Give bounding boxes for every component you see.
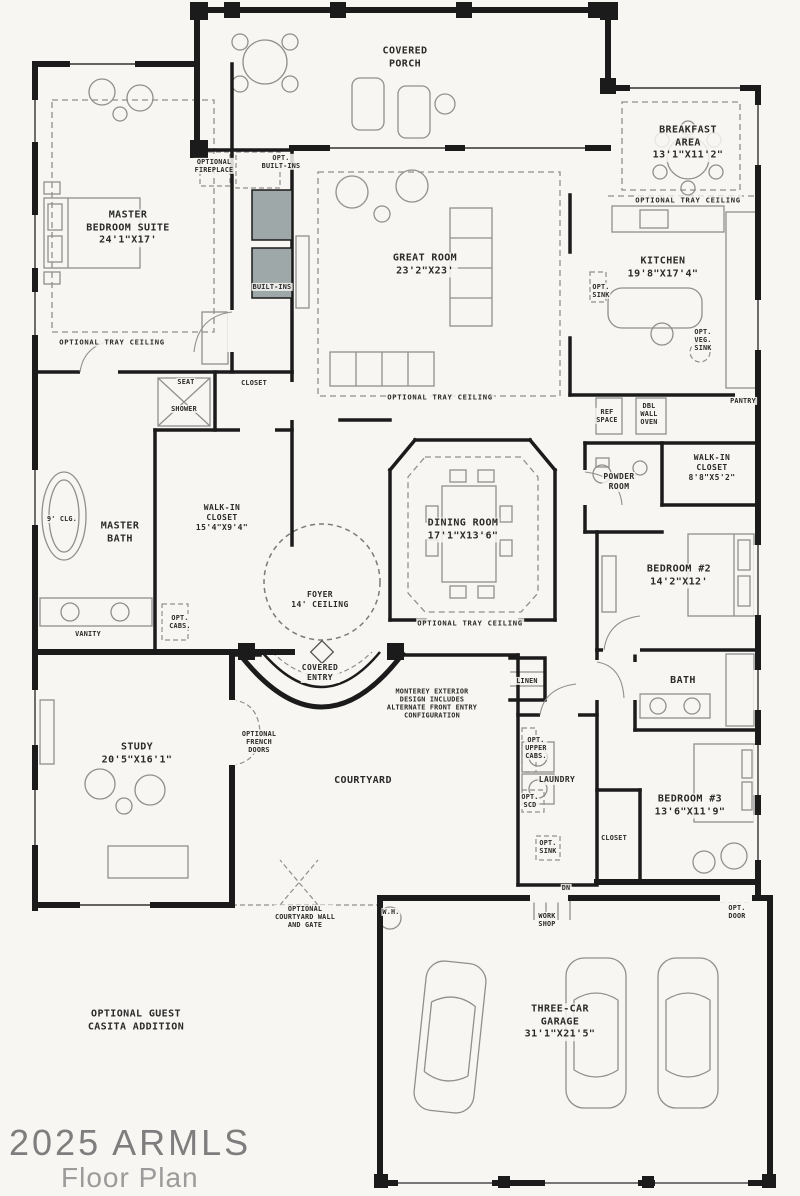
note-closet-hall: CLOSET	[240, 378, 268, 388]
note-9ft-ceiling: 9' CLG.	[45, 514, 79, 524]
note-optional-courtyard-wall: OPTIONAL COURTYARD WALL AND GATE	[273, 904, 337, 930]
note-vanity: VANITY	[74, 629, 102, 639]
door-swing-arcs	[79, 311, 641, 716]
room-label-dining-room: DINING ROOM 17'1"X13'6"	[426, 517, 500, 543]
room-label-great-room: GREAT ROOM 23'2"X23'	[391, 252, 459, 278]
tray-ceiling-dashes	[51, 99, 758, 613]
note-dbl-wall-oven: DBL WALL OVEN	[639, 401, 659, 427]
note-opt-built-ins: OPT. BUILT-INS	[260, 153, 302, 171]
note-seat: SEAT	[176, 377, 196, 387]
tray-ceiling-note-master: OPTIONAL TRAY CEILING	[58, 337, 166, 347]
note-monterey-exterior: MONTEREY EXTERIOR DESIGN INCLUDES ALTERN…	[385, 687, 479, 721]
room-label-walk-in-closet-2: WALK-IN CLOSET 8'8"X5'2"	[687, 453, 737, 483]
note-opt-upper-cabs: OPT. UPPER CABS.	[524, 735, 548, 761]
note-opt-sink-laundry: OPT. SINK	[538, 838, 558, 856]
tray-ceiling-note-breakfast: OPTIONAL TRAY CEILING	[634, 195, 742, 205]
tray-ceiling-note-great-room: OPTIONAL TRAY CEILING	[386, 392, 494, 402]
exterior-walls	[32, 7, 773, 1186]
foyer-circle	[263, 523, 381, 641]
interior-walls	[33, 62, 760, 887]
room-label-master-bedroom: MASTER BEDROOM SUITE 24'1"X17'	[85, 209, 171, 247]
columns	[190, 2, 776, 1188]
note-linen: LINEN	[515, 676, 539, 686]
note-opt-veg-sink: OPT. VEG. SINK	[693, 327, 713, 353]
room-label-study: STUDY 20'5"X16'1"	[100, 741, 174, 767]
watermark-armls: 2025 ARMLS	[9, 1122, 252, 1163]
note-closet-bedroom-3: CLOSET	[600, 833, 628, 843]
room-label-bedroom-3: BEDROOM #3 13'6"X11'9"	[653, 793, 727, 819]
note-water-heater: W.H.	[381, 907, 401, 917]
note-optional-french-doors: OPTIONAL FRENCH DOORS	[240, 729, 278, 755]
room-label-courtyard: COURTYARD	[333, 774, 393, 788]
note-ref-space: REF SPACE	[595, 407, 619, 425]
watermark-floor-plan: Floor Plan	[61, 1162, 199, 1193]
room-label-powder-room: POWDER ROOM	[602, 472, 636, 492]
room-label-kitchen: KITCHEN 19'8"X17'4"	[626, 255, 700, 281]
room-label-covered-porch: COVERED PORCH	[381, 45, 429, 71]
room-label-covered-entry: COVERED ENTRY	[300, 663, 340, 683]
note-opt-door: OPT. DOOR	[727, 903, 747, 921]
room-label-breakfast-area: BREAKFAST AREA 13'1"X11'2"	[651, 124, 725, 162]
room-label-master-bath: MASTER BATH	[99, 520, 141, 546]
note-optional-fireplace: OPTIONAL FIREPLACE	[193, 157, 235, 175]
room-label-garage: THREE-CAR GARAGE 31'1"X21'5"	[523, 1003, 597, 1041]
fireplace-builtins-shaded	[251, 189, 293, 299]
room-label-laundry: LAUNDRY	[537, 775, 577, 785]
note-pantry: PANTRY	[729, 396, 757, 406]
window-glass-lines	[34, 63, 759, 906]
note-opt-scd: OPT. SCD	[520, 792, 540, 810]
note-work-shop: WORK SHOP	[537, 911, 557, 929]
note-shower: SHOWER	[170, 404, 198, 414]
note-built-ins: BUILT-INS	[251, 282, 293, 292]
note-optional-guest-casita: OPTIONAL GUEST CASITA ADDITION	[86, 1008, 186, 1034]
covered-entry-arcs	[236, 650, 407, 710]
note-dn-stairs: DN	[560, 883, 572, 893]
tray-ceiling-note-dining: OPTIONAL TRAY CEILING	[416, 618, 524, 628]
room-label-bedroom-2: BEDROOM #2 14'2"X12'	[645, 563, 713, 589]
room-label-foyer: FOYER 14' CEILING	[290, 590, 350, 610]
room-label-bath: BATH	[669, 674, 697, 688]
room-label-walk-in-closet-master: WALK-IN CLOSET 15'4"X9'4"	[194, 503, 250, 533]
note-opt-sink-kitchen: OPT. SINK	[591, 282, 611, 300]
note-opt-cabs: OPT. CABS.	[168, 613, 192, 631]
